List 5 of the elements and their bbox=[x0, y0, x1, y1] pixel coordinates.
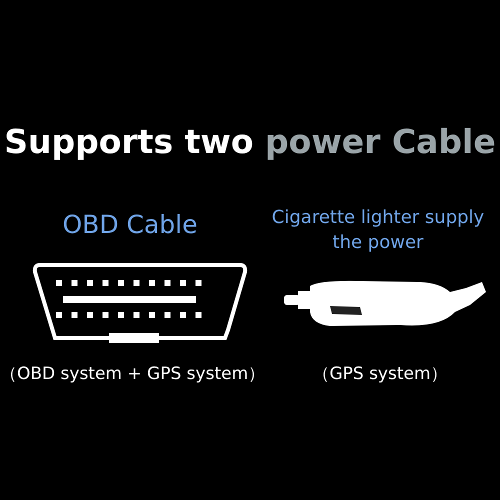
heading: OBD Cable bbox=[62, 210, 198, 239]
caption: （OBD system + GPS system） bbox=[0, 363, 260, 385]
caption: （GPS system） bbox=[311, 363, 449, 385]
heading: Cigarette lighter supply the power bbox=[270, 206, 486, 255]
title: Supports two power Cable bbox=[3, 122, 497, 161]
